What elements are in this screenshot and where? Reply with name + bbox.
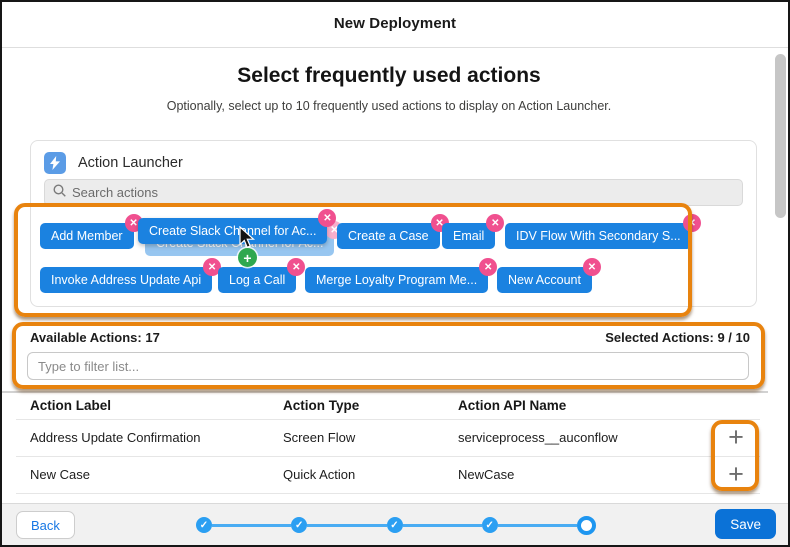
- page-title: Select frequently used actions: [237, 64, 541, 87]
- chip-create-slack-channel-dragged[interactable]: Create Slack Channel for Ac... ✕: [138, 209, 337, 244]
- table-row-api-name: serviceprocess__auconflow: [458, 430, 618, 445]
- chip-add-member[interactable]: Add Member ✕: [40, 214, 143, 249]
- add-action-button[interactable]: +: [721, 423, 751, 451]
- chip-invoke-address-update[interactable]: Invoke Address Update Api ✕: [40, 258, 222, 293]
- action-launcher-title: Action Launcher: [78, 155, 183, 171]
- remove-icon[interactable]: ✕: [479, 258, 498, 276]
- step-connector: [402, 523, 482, 527]
- table-row-divider: [16, 493, 760, 494]
- step-connector: [497, 523, 577, 527]
- chip-log-a-call[interactable]: Log a Call ✕: [218, 258, 306, 293]
- remove-icon[interactable]: ✕: [682, 214, 701, 232]
- chip-label: IDV Flow With Secondary S...: [516, 229, 681, 243]
- filter-list-input[interactable]: [27, 352, 749, 380]
- add-action-button[interactable]: +: [721, 460, 751, 488]
- table-row-api-name: NewCase: [458, 467, 515, 482]
- chip-create-a-case[interactable]: Create a Case ✕: [337, 214, 449, 249]
- page-subtitle: Optionally, select up to 10 frequently u…: [166, 99, 612, 113]
- chip-label: Email: [453, 229, 485, 243]
- search-actions-input[interactable]: [72, 185, 734, 200]
- mouse-cursor: [239, 225, 256, 254]
- step-check-icon: ✓: [199, 519, 209, 531]
- table-row-type: Quick Action: [283, 467, 356, 482]
- table-row-label: New Case: [30, 467, 90, 482]
- column-header-action-api-name: Action API Name: [458, 398, 567, 413]
- remove-icon[interactable]: ✕: [287, 258, 306, 276]
- remove-icon[interactable]: ✕: [582, 258, 601, 276]
- chip-label: Merge Loyalty Program Me...: [316, 273, 478, 287]
- add-drop-icon: +: [238, 248, 257, 267]
- step-check-icon: ✓: [295, 519, 304, 531]
- remove-icon[interactable]: ✕: [203, 258, 222, 276]
- vertical-scrollbar-thumb[interactable]: [775, 54, 786, 218]
- chip-label: Add Member: [51, 229, 123, 243]
- save-button[interactable]: Save: [715, 509, 776, 539]
- column-header-action-label: Action Label: [30, 398, 112, 413]
- step-complete: ✓: [196, 517, 212, 533]
- step-current: [577, 515, 596, 535]
- back-button[interactable]: Back: [16, 511, 75, 539]
- chip-label: Invoke Address Update Api: [51, 273, 202, 287]
- chip-label: New Account: [508, 273, 581, 287]
- step-complete: ✓: [386, 517, 403, 533]
- chip-label: Create a Case: [348, 229, 429, 243]
- step-check-icon: ✓: [390, 519, 399, 531]
- chip-merge-loyalty[interactable]: Merge Loyalty Program Me... ✕: [305, 258, 498, 293]
- remove-icon[interactable]: ✕: [486, 214, 505, 232]
- available-actions-count: Available Actions: 17: [30, 330, 160, 345]
- table-top-divider: [0, 391, 768, 393]
- remove-icon[interactable]: ✕: [318, 209, 337, 227]
- table-row-divider: [16, 456, 760, 457]
- modal-header: New Deployment: [0, 0, 790, 48]
- search-actions-box[interactable]: [44, 179, 743, 206]
- column-header-action-type: Action Type: [283, 398, 360, 413]
- step-connector: [212, 523, 292, 527]
- selected-actions-count: Selected Actions: 9 / 10: [605, 330, 750, 345]
- modal-title: New Deployment: [333, 15, 457, 32]
- chip-email[interactable]: Email ✕: [442, 214, 505, 249]
- step-connector: [307, 523, 387, 527]
- table-header-divider: [16, 419, 760, 420]
- step-complete: ✓: [291, 517, 308, 533]
- progress-stepper: ✓ ✓ ✓ ✓: [196, 504, 596, 546]
- chip-idv-flow[interactable]: IDV Flow With Secondary S... ✕: [505, 214, 701, 249]
- search-icon: [53, 183, 66, 202]
- modal-footer: Back ✓ ✓ ✓ ✓ Save: [0, 503, 790, 545]
- chip-new-account[interactable]: New Account ✕: [497, 258, 601, 293]
- step-check-icon: ✓: [485, 519, 494, 531]
- step-complete: ✓: [481, 517, 498, 533]
- chip-label: Log a Call: [229, 273, 286, 287]
- chip-label: Create Slack Channel for Ac...: [149, 224, 317, 238]
- table-row-label: Address Update Confirmation: [30, 430, 201, 445]
- table-row-type: Screen Flow: [283, 430, 356, 445]
- lightning-bolt-icon: [44, 152, 66, 174]
